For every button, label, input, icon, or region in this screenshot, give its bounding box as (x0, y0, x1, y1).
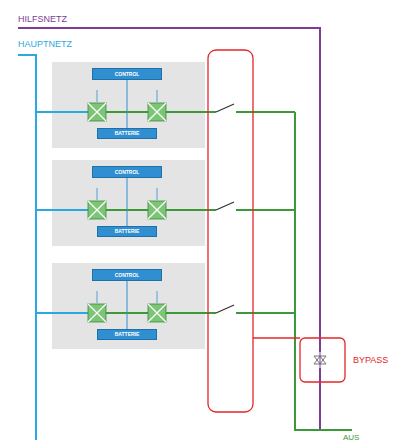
box-label: BATTERIE (115, 332, 140, 337)
switch-symbol (216, 305, 234, 313)
converter-symbol (88, 291, 106, 322)
converter-symbol (148, 90, 166, 121)
box-label: BATTERIE (115, 229, 140, 234)
module-backgrounds (52, 62, 205, 349)
control-box: CONTROL (92, 269, 162, 281)
bypass-label: BYPASS (353, 356, 388, 365)
control-link (127, 80, 128, 128)
output-label: AUS (343, 434, 359, 442)
switch-symbol (216, 104, 234, 112)
switch-symbol (216, 202, 234, 210)
switch-group-outline (208, 50, 253, 412)
converter-symbol (148, 291, 166, 322)
net-label: HAUPTNETZ (18, 40, 72, 49)
control-box: CONTROL (92, 68, 162, 80)
control-box: CONTROL (92, 166, 162, 178)
bypass-outline (300, 338, 345, 382)
converter-symbol (88, 90, 106, 121)
bypass-symbol (313, 350, 327, 370)
ups-module (36, 90, 295, 121)
battery-box: BATTERIE (97, 226, 157, 237)
module-panel (52, 263, 205, 349)
ups-module (36, 188, 295, 219)
box-label: BATTERIE (115, 131, 140, 136)
output-line (295, 112, 352, 430)
battery-box: BATTERIE (97, 128, 157, 139)
converter-symbol (88, 188, 106, 219)
converter-symbol (148, 188, 166, 219)
bypass-link (253, 337, 300, 338)
main-mains-line (18, 55, 36, 440)
module-panel (52, 160, 205, 246)
box-label: CONTROL (115, 273, 140, 278)
module-panel (52, 62, 205, 148)
ups-module (36, 291, 295, 322)
box-label: CONTROL (115, 170, 140, 175)
aux-mains-line (18, 28, 320, 430)
net-label: HILFSNETZ (18, 15, 67, 24)
control-link (127, 178, 128, 226)
battery-box: BATTERIE (97, 329, 157, 340)
box-label: CONTROL (115, 72, 140, 77)
control-link (127, 281, 128, 329)
